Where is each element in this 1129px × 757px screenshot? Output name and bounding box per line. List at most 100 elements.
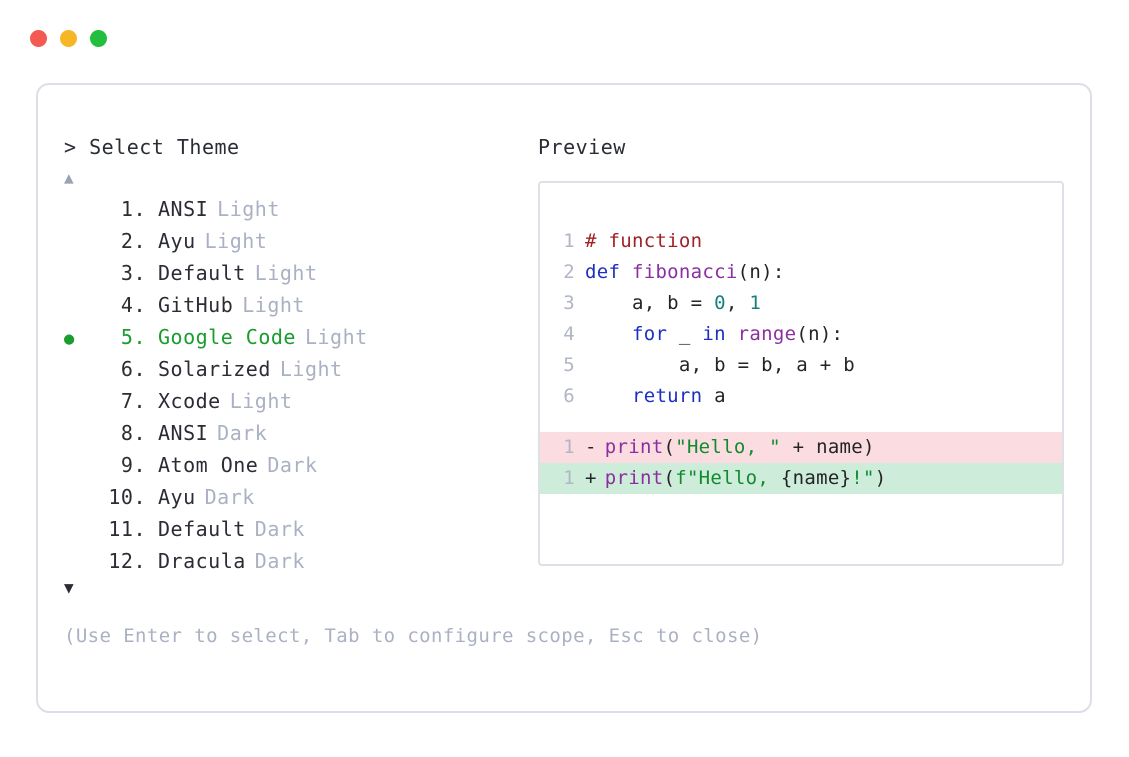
code-line-text: a, b = 0, 1 (585, 288, 761, 319)
code-token-plain: a, b = (585, 292, 715, 314)
code-token-plain (726, 323, 738, 345)
scroll-up-icon[interactable]: ▲ (64, 168, 75, 187)
theme-item-index: 11. (108, 517, 146, 541)
code-line: 3 a, b = 0, 1 (540, 288, 1062, 319)
theme-item-name: Dracula (158, 549, 246, 573)
code-token-kw: return (631, 385, 703, 407)
code-token-fn: print (604, 467, 664, 489)
theme-item-index: 6. (120, 357, 146, 381)
code-line-number: 5 (563, 354, 575, 376)
code-token-plain: a (702, 385, 726, 407)
code-line-number: 3 (563, 292, 575, 314)
window-titlebar (30, 30, 107, 47)
minimize-window-button[interactable] (60, 30, 77, 47)
theme-item-variant: Light (304, 325, 368, 349)
theme-item-name: Solarized (158, 357, 271, 381)
code-token-plain: , (725, 292, 750, 314)
diff-line-number: 1 (563, 467, 575, 489)
code-token-plain: a, b = b, a + b (585, 354, 855, 376)
theme-item-variant: Dark (254, 517, 305, 541)
theme-item-index: 7. (120, 389, 146, 413)
theme-item-name: ANSI (158, 421, 209, 445)
code-token-str: !" (851, 467, 875, 489)
code-line: 4 for _ in range(n): (540, 319, 1062, 350)
theme-list-item[interactable]: 8. ANSI Dark (64, 417, 534, 449)
theme-item-variant: Light (242, 293, 305, 317)
code-token-fn: range (737, 323, 797, 345)
code-token-fn: fibonacci (631, 261, 738, 283)
theme-item-name: GitHub (158, 293, 234, 317)
theme-item-name: Default (158, 517, 246, 541)
theme-item-index: 5. (120, 325, 146, 349)
theme-item-name: Xcode (158, 389, 221, 413)
code-line-text: def fibonacci(n): (585, 257, 785, 288)
keyboard-help-text: (Use Enter to select, Tab to configure s… (64, 625, 763, 647)
scroll-down-icon[interactable]: ▼ (64, 578, 75, 597)
code-token-str: f"Hello, (675, 467, 781, 489)
theme-item-name: Google Code (158, 325, 296, 349)
theme-list-item[interactable]: 11. Default Dark (64, 513, 534, 545)
theme-item-index: 10. (108, 485, 146, 509)
theme-item-variant: Light (254, 261, 318, 285)
code-token-plain: ( (663, 467, 676, 489)
theme-item-variant: Dark (254, 549, 305, 573)
code-line-text: return a (585, 381, 726, 412)
code-line-number: 6 (563, 385, 575, 407)
theme-item-variant: Light (204, 229, 268, 253)
theme-item-index: 3. (120, 261, 146, 285)
code-token-plain: ) (874, 467, 887, 489)
code-token-plain: + name) (780, 436, 875, 458)
theme-item-variant: Dark (204, 485, 255, 509)
code-token-kw: for (631, 323, 668, 345)
diff-block: 1-print("Hello, " + name)1+print(f"Hello… (540, 432, 1062, 494)
code-line-text: a, b = b, a + b (585, 350, 855, 381)
code-token-fn: print (604, 436, 664, 458)
selected-bullet-icon: ● (64, 329, 75, 349)
code-token-comment: # function (585, 230, 703, 252)
code-token-plain: {name} (780, 467, 852, 489)
code-token-str: "Hello, " (675, 436, 781, 458)
theme-item-index: 9. (120, 453, 146, 477)
diff-line-add: 1 + print(f"Hello, {name}!") (540, 463, 1062, 494)
code-line-number: 2 (563, 261, 575, 283)
theme-item-name: Atom One (158, 453, 259, 477)
code-line: 5 a, b = b, a + b (540, 350, 1062, 381)
code-line: 6 return a (540, 381, 1062, 412)
maximize-window-button[interactable] (90, 30, 107, 47)
code-line: 2 def fibonacci(n): (540, 257, 1062, 288)
select-theme-prompt: > Select Theme (64, 135, 240, 159)
diff-line-number: 1 (563, 436, 575, 458)
code-token-kw: in (702, 323, 726, 345)
diff-marker: + (585, 467, 597, 489)
code-token-plain: (n): (737, 261, 785, 283)
code-token-plain: (n): (796, 323, 844, 345)
code-token-plain: _ (667, 323, 703, 345)
theme-item-variant: Light (217, 197, 280, 221)
theme-item-variant: Dark (217, 421, 268, 445)
close-window-button[interactable] (30, 30, 47, 47)
theme-item-index: 2. (120, 229, 146, 253)
diff-marker: - (585, 436, 597, 458)
code-token-kw: def (585, 261, 632, 283)
theme-item-index: 8. (120, 421, 146, 445)
theme-list-item[interactable]: ● 5. Google Code Light (64, 321, 534, 353)
code-token-plain (585, 323, 632, 345)
code-line-text: for _ in range(n): (585, 319, 843, 350)
preview-label: Preview (538, 135, 626, 159)
code-line: 1# function (540, 226, 1062, 257)
